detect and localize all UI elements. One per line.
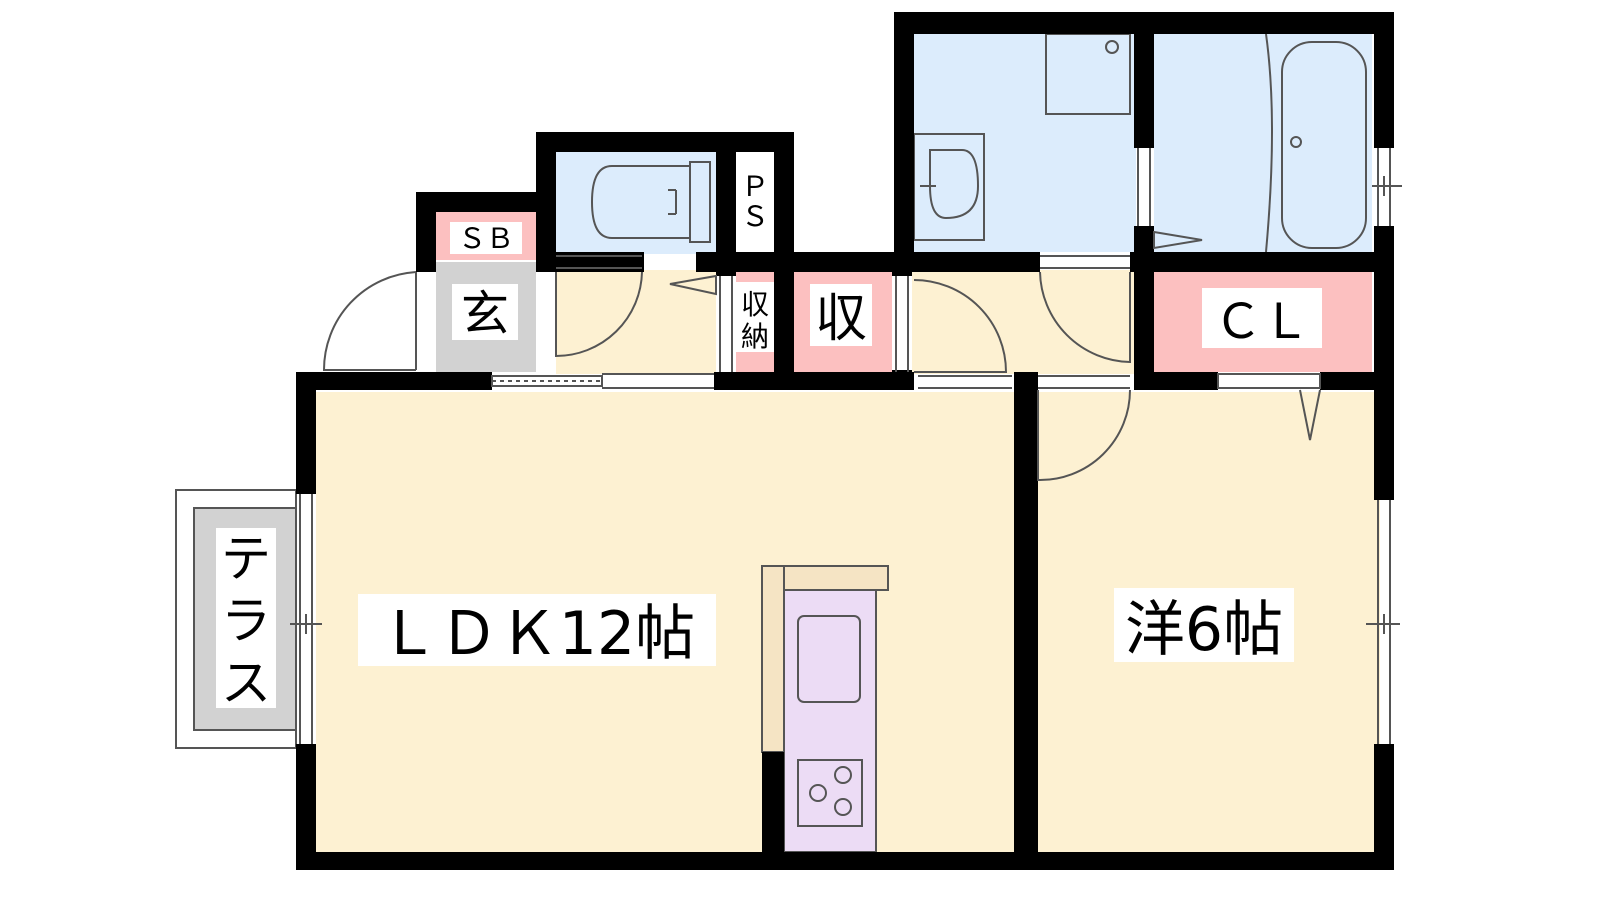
hallway-floor xyxy=(556,270,716,374)
kitchen-side-panel xyxy=(761,565,785,753)
stove-icon xyxy=(797,759,863,827)
sink-icon xyxy=(797,615,861,703)
storage-label: 収 xyxy=(815,289,867,349)
pipe-space-label-1: Ｐ xyxy=(741,170,769,203)
western-room-label: 洋6帖 xyxy=(1125,595,1283,665)
ldk-label: ＬＤＫ12帖 xyxy=(379,599,695,669)
burner-icon xyxy=(834,798,852,816)
western-door-icon xyxy=(1037,389,1131,482)
entrance-label: 玄 xyxy=(461,286,509,342)
entrance-door-icon xyxy=(322,271,417,371)
label-backgrounds xyxy=(216,168,1322,708)
washbasin-icon xyxy=(929,149,980,220)
closet-door-icon xyxy=(1299,389,1321,441)
shoe-box-label: ＳＢ xyxy=(458,222,514,255)
ldk-door-icon xyxy=(913,279,1008,373)
small-storage-label-2: 納 xyxy=(741,320,769,353)
terrace-label-3: ス xyxy=(221,654,271,712)
bathtub-icon xyxy=(1281,41,1367,249)
pipe-space-label-2: Ｓ xyxy=(741,200,769,233)
toilet-tank-icon xyxy=(689,161,711,243)
washroom-door-icon xyxy=(1039,271,1131,364)
small-storage-label-1: 収 xyxy=(741,288,769,321)
bathroom-floor xyxy=(1154,34,1372,252)
bathtub-panel-icon xyxy=(1265,33,1273,253)
washroom-floor xyxy=(914,34,1136,252)
small-storage-door-icon xyxy=(669,274,717,296)
kitchen-counter-top xyxy=(783,565,889,591)
terrace-label-1: テ xyxy=(221,530,271,588)
walls xyxy=(296,12,1394,870)
openings xyxy=(290,148,1402,744)
kitchen xyxy=(761,565,889,853)
labels: ＬＤＫ12帖 洋6帖 玄 ＳＢ Ｐ Ｓ 収 納 収 ＣＬ テ ラ ス xyxy=(221,170,1310,712)
toilet-icon xyxy=(590,165,691,239)
burner-icon xyxy=(834,766,852,784)
burner-icon xyxy=(809,784,827,802)
bath-door-icon xyxy=(1153,230,1203,250)
terrace-label-2: ラ xyxy=(221,592,271,650)
toilet-door-icon xyxy=(555,271,643,358)
closet-label: ＣＬ xyxy=(1214,294,1310,350)
